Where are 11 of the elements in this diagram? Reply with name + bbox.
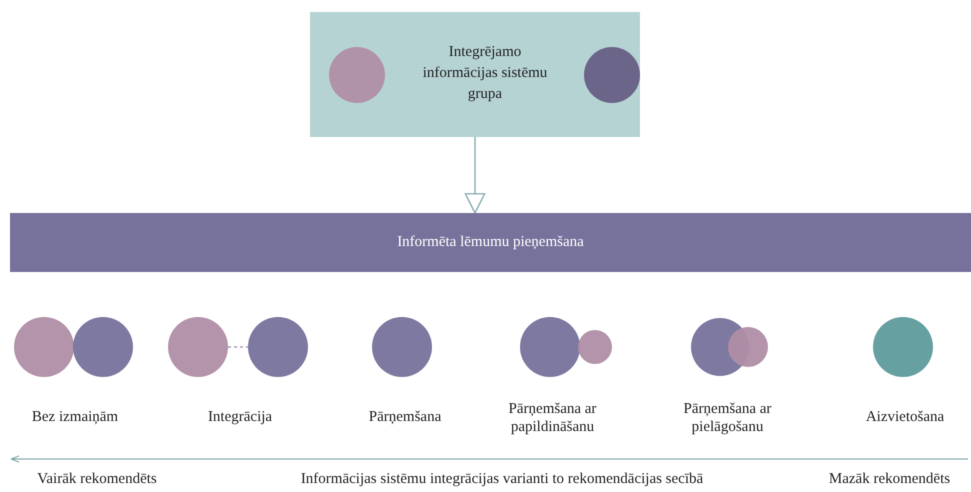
arrow <box>464 137 486 214</box>
option-label: Bez izmaiņām <box>30 408 120 426</box>
dashed-connector <box>228 346 248 348</box>
option-label: Pārņemšana ar papildināšanu <box>508 400 598 436</box>
option-label: Pārņemšana <box>368 408 442 426</box>
option-label: Integrācija <box>206 408 274 426</box>
option-label: Aizvietošana <box>864 408 946 426</box>
option-label: Pārņemšana ar pielāgošanu <box>682 400 772 436</box>
panel-title: Integrējamo informācijas sistēmu grupa <box>422 43 548 104</box>
heading-band: Informēta lēmumu pieņemšana <box>10 213 971 272</box>
group-panel <box>310 12 640 137</box>
